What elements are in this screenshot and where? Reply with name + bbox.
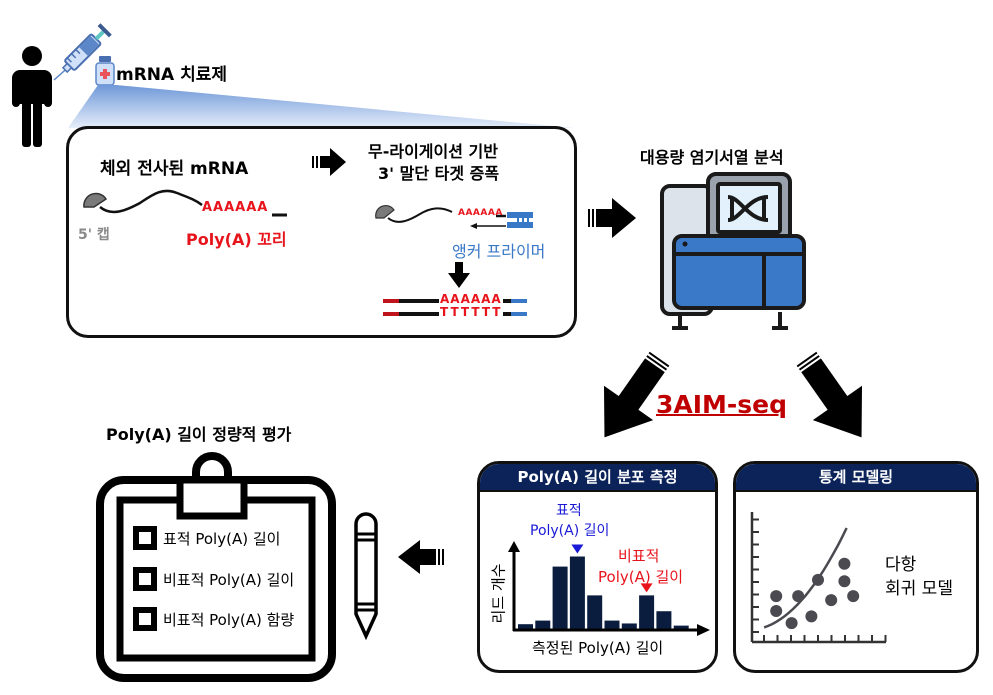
arrow-right-icon — [312, 148, 346, 176]
anchor-primer-label: 앵커 프라이머 — [452, 242, 546, 261]
histogram-bar — [639, 595, 655, 629]
amplicon-icon — [383, 299, 527, 316]
histogram-bar — [621, 623, 637, 629]
evaluation-title: Poly(A) 길이 정량적 평가 — [106, 425, 292, 444]
amplification-title-1: 무-라이게이션 기반 — [368, 142, 498, 161]
data-point — [847, 590, 860, 603]
arrow-right-icon — [588, 198, 636, 238]
pencil-icon — [354, 512, 378, 641]
chart-xlabel: 측정된 Poly(A) 길이 — [532, 639, 664, 657]
nontarget-marker — [640, 583, 653, 593]
therapy-label: mRNA 치료제 — [116, 65, 228, 85]
nontarget-label-2: Poly(A) 길이 — [598, 568, 684, 586]
histogram-bar — [552, 566, 568, 629]
histogram-bar — [569, 556, 585, 629]
data-point — [812, 573, 824, 586]
x-axis-arrow — [697, 624, 710, 636]
clipboard-icon — [96, 452, 336, 682]
checklist-label: 비표적 Poly(A) 함량 — [163, 611, 295, 629]
primed-tail-seq: AAAAAA — [458, 208, 503, 218]
regression-curve — [763, 527, 848, 629]
polya-tail-seq: AAAAAA — [202, 200, 269, 215]
sequencer-icon — [660, 172, 806, 330]
checkbox-icon[interactable] — [133, 526, 157, 550]
arrow-left-icon — [398, 540, 444, 574]
data-point — [805, 610, 818, 623]
target-label-1: 표적 — [556, 503, 582, 519]
distribution-panel-header: Poly(A) 길이 분포 측정 — [480, 464, 715, 492]
histogram-bar — [673, 625, 689, 629]
checklist-label: 표적 Poly(A) 길이 — [163, 530, 281, 548]
amplicon-bottom-seq: TTTTTT — [440, 305, 503, 319]
ivt-mrna-title: 체외 전사된 mRNA — [100, 159, 249, 179]
model-label-1: 다항 — [885, 555, 917, 575]
mrna-strand-icon — [83, 189, 287, 217]
arrow-down-right-icon — [796, 351, 863, 438]
polya-tail-label: Poly(A) 꼬리 — [186, 230, 287, 249]
zoom-wedge — [68, 85, 575, 128]
histogram-bar — [518, 624, 533, 629]
y-axis-arrow — [508, 541, 520, 552]
target-marker — [571, 544, 584, 554]
data-point — [825, 594, 838, 607]
target-label-2: Poly(A) 길이 — [530, 523, 610, 539]
checkbox-icon[interactable] — [133, 567, 157, 591]
amplification-title-2: 3' 말단 타겟 증폭 — [378, 164, 500, 183]
data-point — [785, 617, 798, 630]
distribution-panel: Poly(A) 길이 분포 측정 — [477, 461, 718, 673]
checkbox-icon[interactable] — [133, 607, 157, 631]
vial-icon — [95, 56, 115, 86]
primed-mrna-icon — [375, 204, 533, 229]
nontarget-label-1: 비표적 — [618, 547, 660, 565]
cap-label: 5' 캡 — [78, 227, 110, 243]
data-point — [838, 575, 851, 588]
person-icon — [12, 46, 52, 147]
data-point — [792, 590, 805, 603]
sequencing-title: 대용량 염기서열 분석 — [640, 148, 784, 167]
modeling-panel-header: 통계 모델링 — [736, 464, 976, 492]
arrow-down-icon — [448, 262, 470, 288]
modeling-panel: 통계 모델링 — [733, 461, 979, 673]
amplicon-top-seq: AAAAAA — [440, 292, 502, 306]
data-point — [770, 604, 783, 617]
data-point — [838, 557, 851, 570]
histogram-bar — [535, 620, 551, 629]
method-name: 3AIM-seq — [656, 390, 788, 419]
histogram-bar — [656, 611, 672, 629]
histogram-bar — [587, 595, 603, 629]
syringe-icon — [53, 23, 112, 81]
arrow-down-left-icon — [603, 351, 670, 438]
data-point — [770, 590, 783, 603]
checklist-label: 비표적 Poly(A) 길이 — [163, 571, 295, 589]
model-label-2: 회귀 모델 — [885, 579, 953, 599]
histogram-bar — [604, 620, 620, 629]
